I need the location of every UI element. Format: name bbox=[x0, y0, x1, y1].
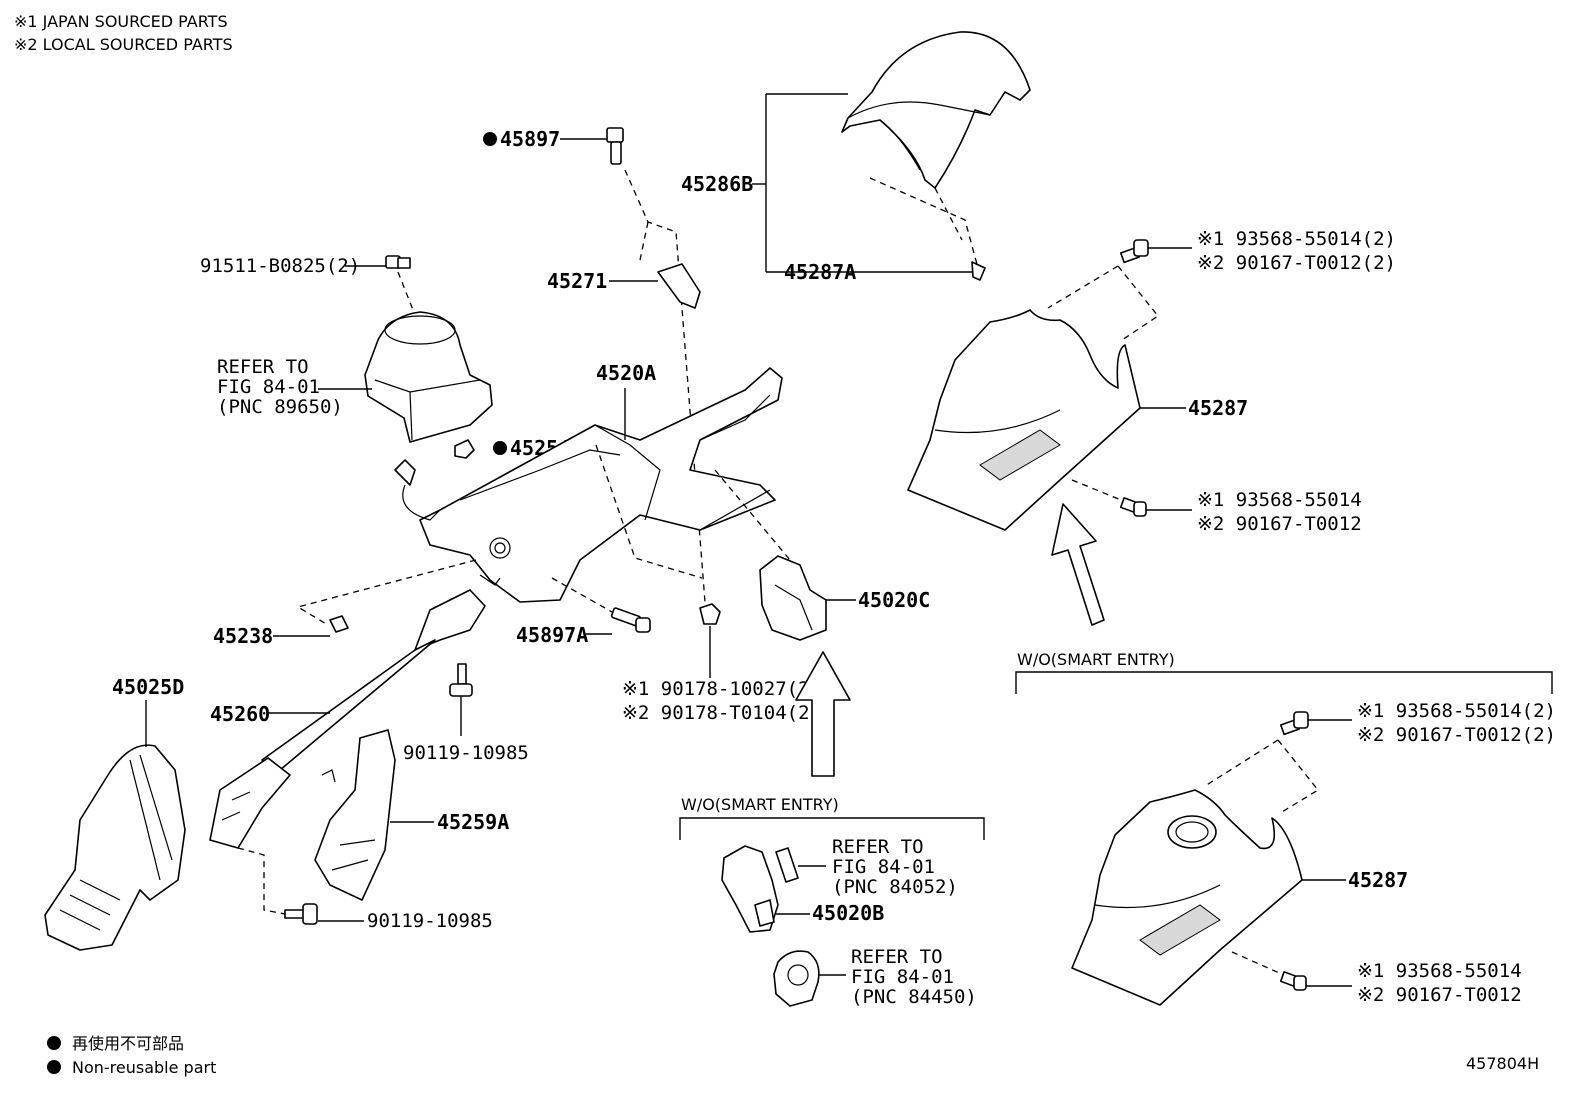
screw-93568-lower-top[interactable] bbox=[1279, 711, 1309, 736]
label-45025d: 45025D bbox=[112, 675, 184, 699]
clip-45238[interactable] bbox=[329, 615, 349, 633]
non-reusable-marker-45897 bbox=[483, 132, 497, 146]
label-45271: 45271 bbox=[547, 269, 607, 293]
label-45286b: 45286B bbox=[681, 172, 753, 196]
label-45897: 45897 bbox=[500, 127, 560, 151]
label-b2-jp: ※1 93568-55014 bbox=[1197, 489, 1362, 511]
refer-84450-line1: REFER TO bbox=[851, 946, 943, 968]
label-45259a: 45259A bbox=[437, 810, 509, 834]
label-b1-local: ※2 90167-T0012(2) bbox=[1197, 252, 1396, 274]
label-90178-jp: ※1 90178-10027(2) bbox=[622, 678, 821, 700]
refer-fig-line1: REFER TO bbox=[217, 356, 309, 378]
intermediate-shaft-45260[interactable] bbox=[209, 589, 486, 849]
spacer-45271[interactable] bbox=[657, 263, 701, 309]
label-b2-local: ※2 90167-T0012 bbox=[1197, 513, 1362, 535]
label-45287-upper: 45287 bbox=[1188, 396, 1248, 420]
lower-column-cover-45287-lower[interactable] bbox=[1071, 789, 1303, 1006]
screw-93568-top[interactable] bbox=[1119, 239, 1149, 264]
screw-93568-lower-bottom[interactable] bbox=[1279, 971, 1307, 991]
section-bracket-1 bbox=[679, 817, 985, 840]
refer-84450-line3: (PNC 84450) bbox=[851, 986, 977, 1008]
nut-90178[interactable] bbox=[699, 603, 721, 625]
label-b4-jp: ※1 93568-55014 bbox=[1357, 960, 1522, 982]
label-90119-upper: 90119-10985 bbox=[403, 742, 529, 764]
refer-84450-line2: FIG 84-01 bbox=[851, 966, 954, 988]
refer-fig-line3: (PNC 89650) bbox=[217, 396, 343, 418]
refer-84052-line3: (PNC 84052) bbox=[832, 876, 958, 898]
label-45897a: 45897A bbox=[516, 623, 588, 647]
lock-housing-45020c[interactable] bbox=[759, 555, 827, 641]
arrow-up-45020c bbox=[795, 651, 851, 777]
cover-clip-45287a[interactable] bbox=[971, 261, 986, 281]
label-b3-jp: ※1 93568-55014(2) bbox=[1357, 700, 1556, 722]
legend-non-reusable-en: Non-reusable part bbox=[72, 1058, 216, 1077]
section-bracket-2 bbox=[1015, 671, 1553, 694]
upper-column-cover-45286b[interactable] bbox=[841, 31, 1031, 189]
label-45020c: 45020C bbox=[858, 588, 930, 612]
bolt-90119-lower[interactable] bbox=[284, 903, 318, 925]
arrow-up-45287 bbox=[1051, 503, 1105, 626]
label-45260: 45260 bbox=[210, 702, 270, 726]
label-4520a: 4520A bbox=[596, 361, 656, 385]
label-45020b: 45020B bbox=[812, 901, 884, 925]
label-91511-b0825: 91511-B0825(2) bbox=[200, 255, 360, 277]
figure-id: 457804H bbox=[1466, 1054, 1539, 1073]
power-steering-motor-89650[interactable] bbox=[364, 311, 493, 443]
note-local-sourced: ※2 LOCAL SOURCED PARTS bbox=[14, 35, 233, 54]
screw-93568-mid[interactable] bbox=[1119, 497, 1147, 517]
note-japan-sourced: ※1 JAPAN SOURCED PARTS bbox=[14, 12, 228, 31]
label-45287-lower: 45287 bbox=[1348, 868, 1408, 892]
label-45287a: 45287A bbox=[784, 260, 856, 284]
label-b3-local: ※2 90167-T0012(2) bbox=[1357, 724, 1556, 746]
column-hole-cover-45025d[interactable] bbox=[44, 744, 186, 951]
bolt-90119-upper[interactable] bbox=[449, 663, 473, 697]
refer-84052-line1: REFER TO bbox=[832, 836, 924, 858]
legend-marker-jp bbox=[47, 1036, 61, 1050]
key-cylinder-84450[interactable] bbox=[773, 950, 820, 1007]
label-45238: 45238 bbox=[213, 624, 273, 648]
label-b4-local: ※2 90167-T0012 bbox=[1357, 984, 1522, 1006]
label-b1-jp: ※1 93568-55014(2) bbox=[1197, 228, 1396, 250]
lock-housing-45020b[interactable] bbox=[721, 845, 779, 933]
legend-marker-en bbox=[47, 1060, 61, 1074]
bolt-45897a[interactable] bbox=[610, 607, 651, 633]
section-title-wo-smart-entry-2: W/O(SMART ENTRY) bbox=[1017, 650, 1175, 669]
legend-non-reusable-jp: 再使用不可部品 bbox=[72, 1034, 184, 1053]
label-90178-local: ※2 90178-T0104(2) bbox=[622, 702, 821, 724]
refer-84052-line2: FIG 84-01 bbox=[832, 856, 935, 878]
refer-fig-line2: FIG 84-01 bbox=[217, 376, 320, 398]
column-cover-45259a[interactable] bbox=[314, 729, 396, 901]
clamp-nut-45254b[interactable] bbox=[454, 439, 475, 459]
bolt-91511-b0825[interactable] bbox=[385, 255, 411, 269]
steering-column-assembly-4520a[interactable] bbox=[394, 367, 783, 603]
lower-column-cover-45287-upper[interactable] bbox=[907, 309, 1141, 531]
non-reusable-marker-45254b bbox=[493, 441, 507, 455]
switch-84052[interactable] bbox=[775, 847, 799, 883]
section-title-wo-smart-entry-1: W/O(SMART ENTRY) bbox=[681, 795, 839, 814]
bolt-45897[interactable] bbox=[606, 127, 624, 165]
label-90119-lower: 90119-10985 bbox=[367, 910, 493, 932]
